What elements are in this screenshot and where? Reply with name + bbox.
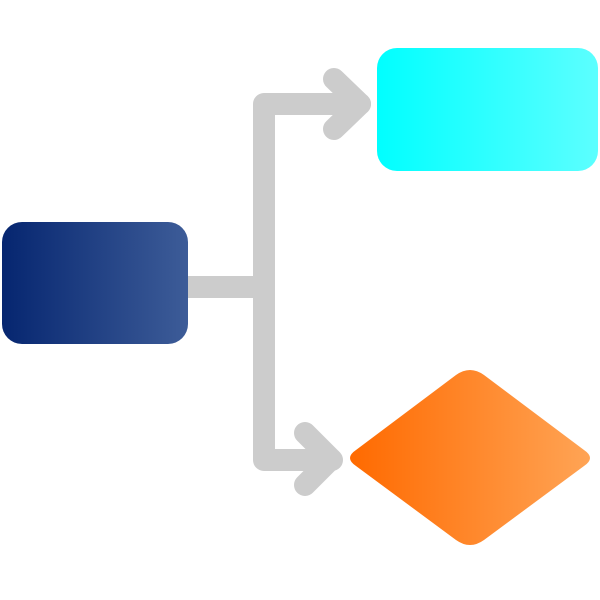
connector-trunk	[253, 93, 371, 471]
target-bottom-diamond	[350, 370, 590, 545]
arrowhead-bottom-icon	[294, 422, 342, 496]
source-node	[2, 222, 188, 344]
target-top-node	[377, 48, 598, 171]
connectors	[174, 68, 371, 496]
arrowhead-top-icon	[323, 68, 371, 140]
